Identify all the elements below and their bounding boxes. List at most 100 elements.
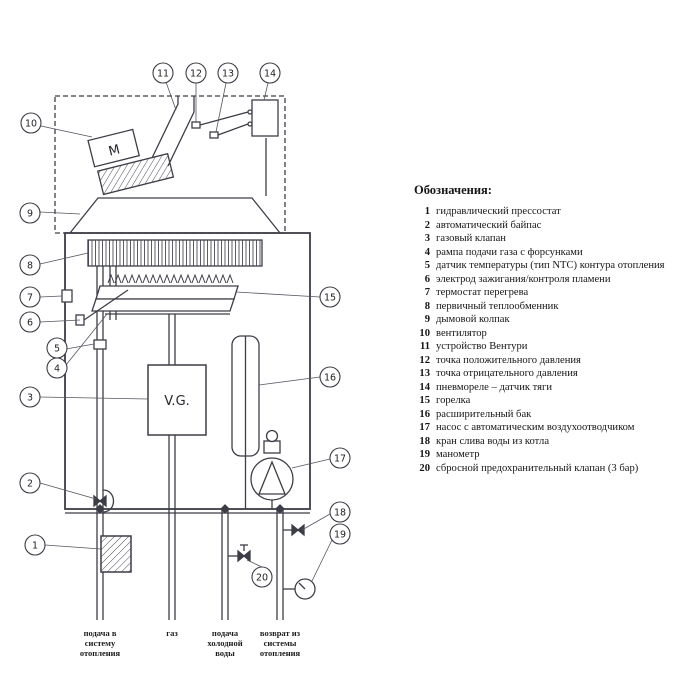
legend-item-text: автоматический байпас (436, 219, 542, 231)
legend-item-number: 13 (419, 368, 430, 379)
callout-5: 5 (46, 337, 68, 359)
callout-4: 4 (46, 357, 68, 379)
svg-text:10: 10 (25, 119, 37, 130)
svg-text:6: 6 (27, 318, 33, 329)
legend-item-number: 1 (424, 206, 430, 217)
svg-text:15: 15 (324, 293, 336, 304)
legend-item-text: сбросной предохранительный клапан (3 бар… (436, 462, 639, 474)
legend-item-number: 18 (419, 435, 430, 447)
legend-item-number: 12 (419, 354, 430, 366)
motor-label: M (107, 142, 122, 159)
svg-text:отопления: отопления (80, 648, 121, 658)
callout-18: 18 (329, 501, 351, 523)
legend-item: 2 автоматический байпас (414, 219, 700, 233)
legend-item-text: точка положительного давления (436, 354, 581, 366)
callout-7: 7 (19, 286, 41, 308)
flue-hood (69, 197, 281, 234)
svg-text:подача: подача (212, 628, 239, 638)
callout-2: 2 (19, 472, 41, 494)
fan-motor-box (87, 128, 141, 168)
svg-text:11: 11 (157, 69, 169, 80)
legend-item: 9 дымовой колпак (414, 313, 700, 327)
gas-valve-label: V.G. (164, 394, 190, 409)
legend-item: 5 датчик температуры (тип NTC) контура от… (414, 259, 700, 273)
legend-item-text: датчик температуры (тип NTC) контура ото… (436, 260, 665, 271)
svg-text:воды: воды (215, 648, 235, 658)
legend-item-text: точка отрицательного давления (436, 368, 578, 379)
legend-item-number: 20 (419, 462, 430, 474)
legend-item-text: кран слива воды из котла (436, 435, 550, 447)
venturi-duct (151, 96, 179, 159)
legend-item-text: термостат перегрева (436, 287, 529, 298)
callout-8: 8 (19, 254, 41, 276)
legend-item-number: 2 (424, 219, 430, 231)
callout-19: 19 (329, 523, 351, 545)
svg-text:18: 18 (334, 508, 346, 519)
legend-item-text: гидравлический прессостат (436, 206, 561, 217)
legend-item-number: 4 (424, 246, 430, 258)
svg-text:систему: систему (85, 638, 116, 648)
callout-17: 17 (329, 447, 351, 469)
bottom-label-supply: подача в систему отопления (80, 628, 121, 658)
burner-flames (107, 273, 234, 284)
gas-valve-box (147, 364, 207, 436)
drain-valve (291, 523, 300, 537)
legend-item-number: 5 (424, 260, 430, 271)
legend-item-number: 8 (424, 300, 430, 312)
legend-item: 18 кран слива воды из котла (414, 435, 700, 449)
callout-20: 20 (251, 566, 273, 588)
legend-item-text: газовый клапан (436, 233, 506, 244)
safety-valve (237, 549, 246, 563)
bypass (102, 489, 115, 513)
svg-text:14: 14 (264, 69, 276, 80)
svg-text:холодной: холодной (207, 638, 242, 648)
svg-text:1: 1 (32, 541, 38, 552)
heat-exchanger (87, 239, 263, 267)
svg-text:13: 13 (222, 69, 234, 80)
svg-text:газ: газ (166, 628, 178, 638)
svg-text:8: 8 (27, 261, 33, 272)
callout-1: 1 (24, 534, 46, 556)
legend-item-text: дымовой колпак (436, 314, 510, 325)
legend-item: 10 вентилятор (414, 327, 700, 341)
legend-item: 1 гидравлический прессостат (414, 205, 700, 219)
overheat-thermostat (61, 289, 73, 303)
legend-item-text: расширительный бак (436, 408, 532, 420)
svg-text:системы: системы (264, 638, 297, 648)
svg-text:2: 2 (27, 479, 33, 490)
callout-11: 11 (152, 62, 174, 84)
callout-6: 6 (19, 311, 41, 333)
svg-text:5: 5 (54, 344, 60, 355)
legend-item-text: вентилятор (436, 327, 487, 339)
legend-title: Обозначения: (414, 183, 492, 197)
svg-text:20: 20 (256, 573, 268, 584)
legend-item: 12 точка положительного давления (414, 354, 700, 368)
legend-item-number: 11 (419, 341, 430, 352)
legend-item-number: 9 (424, 314, 430, 325)
positive-pressure-tap (191, 121, 201, 129)
diagram-linework (54, 95, 316, 620)
svg-text:4: 4 (54, 364, 60, 375)
ignition-electrode (83, 289, 129, 321)
callout-leaders (39, 81, 333, 582)
legend-item-number: 10 (419, 327, 430, 339)
svg-text:3: 3 (27, 393, 33, 404)
legend-item-number: 15 (419, 395, 430, 406)
fan-assembly (87, 128, 175, 196)
bottom-label-cold-water: подача холодной воды (207, 628, 242, 658)
callout-16: 16 (319, 366, 341, 388)
legend-item-text: устройство Вентури (436, 341, 528, 352)
svg-text:подача в: подача в (84, 628, 117, 638)
bottom-label-gas: газ (166, 628, 178, 638)
callout-12: 12 (185, 62, 207, 84)
